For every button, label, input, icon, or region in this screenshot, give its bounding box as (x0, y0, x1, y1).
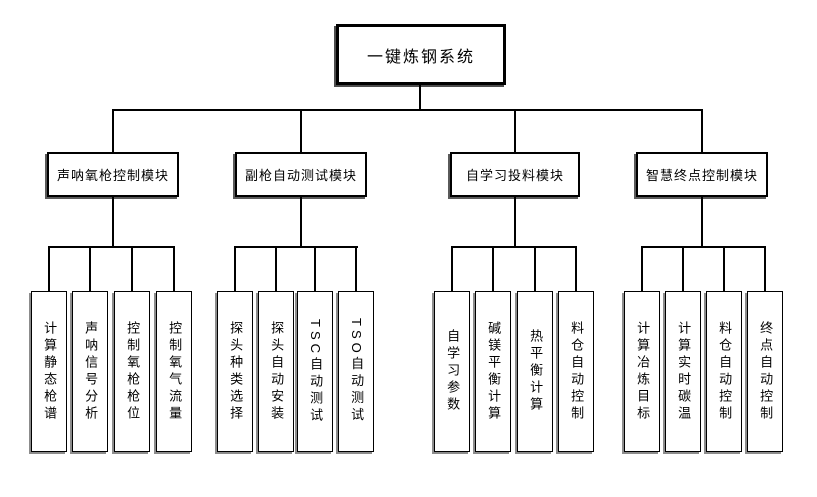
connector-g3-leaf-drop-1 (451, 246, 453, 291)
module-label: 智慧终点控制模块 (645, 168, 758, 183)
connector-g4-bus (641, 246, 766, 248)
connector-drop-module-2 (300, 109, 302, 152)
connector-g2-leaf-drop-1 (234, 246, 236, 291)
leaf-label: 自学习参数 (445, 329, 461, 414)
leaf-node-selflearning-parameters: 自学习参数 (434, 291, 470, 452)
connector-g2-leaf-drop-4 (355, 246, 357, 291)
leaf-label: 计算冶炼目标 (635, 320, 651, 423)
connector-g1-leaf-drop-2 (89, 246, 91, 291)
leaf-label: 料仓自动控制 (569, 320, 585, 423)
module-node-sonar-lance-control: 声呐氧枪控制模块 (47, 152, 179, 197)
connector-root-drop (419, 85, 421, 110)
connector-g2-bus (234, 246, 358, 248)
connector-drop-module-3 (514, 109, 516, 152)
connector-g2-module-drop (300, 197, 302, 246)
leaf-node-silo-auto-control-feeding: 料仓自动控制 (558, 291, 594, 452)
leaf-label: TSC自动测试 (308, 318, 324, 425)
connector-g3-bus (451, 246, 577, 248)
module-label: 副枪自动测试模块 (244, 168, 357, 183)
leaf-label: 热平衡计算 (528, 329, 544, 414)
leaf-node-lance-position-control: 控制氧枪枪位 (114, 291, 150, 452)
leaf-label: 料仓自动控制 (717, 320, 733, 423)
module-node-smart-endpoint-control: 智慧终点控制模块 (636, 152, 768, 197)
leaf-node-alkali-magnesium-balance: 碱镁平衡计算 (475, 291, 511, 452)
connector-g1-leaf-drop-4 (173, 246, 175, 291)
connector-g2-leaf-drop-3 (314, 246, 316, 291)
module-label: 自学习投料模块 (465, 168, 564, 183)
leaf-label: 探头自动安装 (269, 320, 285, 423)
leaf-node-probe-type-selection: 探头种类选择 (217, 291, 253, 452)
leaf-node-tsc-auto-test: TSC自动测试 (297, 291, 333, 452)
connector-g4-leaf-drop-2 (682, 246, 684, 291)
connector-drop-module-1 (112, 109, 114, 152)
leaf-label: 声呐信号分析 (83, 320, 99, 423)
connector-top-bus (112, 109, 703, 111)
leaf-node-static-lance-pattern: 计算静态枪谱 (31, 291, 67, 452)
module-label: 声呐氧枪控制模块 (56, 168, 169, 183)
connector-g4-leaf-drop-1 (641, 246, 643, 291)
leaf-label: 计算实时碳温 (676, 320, 692, 423)
connector-g3-leaf-drop-2 (492, 246, 494, 291)
leaf-node-heat-balance-calc: 热平衡计算 (517, 291, 553, 452)
connector-drop-module-4 (701, 109, 703, 152)
connector-g3-module-drop (514, 197, 516, 246)
leaf-node-realtime-carbon-temp-calc: 计算实时碳温 (665, 291, 701, 452)
leaf-node-probe-auto-install: 探头自动安装 (258, 291, 294, 452)
root-label: 一键炼钢系统 (366, 48, 475, 66)
leaf-label: 控制氧气流量 (167, 320, 183, 423)
module-node-selflearning-feeding: 自学习投料模块 (450, 152, 580, 197)
leaf-label: 终点自动控制 (758, 320, 774, 423)
connector-g1-module-drop (112, 197, 114, 246)
connector-g3-leaf-drop-3 (534, 246, 536, 291)
leaf-node-silo-auto-control-endpoint: 料仓自动控制 (706, 291, 742, 452)
connector-g4-leaf-drop-4 (764, 246, 766, 291)
connector-g3-leaf-drop-4 (575, 246, 577, 291)
leaf-label: TSO自动测试 (349, 318, 365, 425)
leaf-label: 计算静态枪谱 (42, 320, 58, 423)
leaf-node-smelting-target-calc: 计算冶炼目标 (624, 291, 660, 452)
root-node: 一键炼钢系统 (336, 24, 506, 85)
leaf-node-tso-auto-test: TSO自动测试 (338, 291, 374, 452)
connector-g1-bus (48, 246, 175, 248)
leaf-node-sonar-signal-analysis: 声呐信号分析 (72, 291, 108, 452)
connector-g4-leaf-drop-3 (723, 246, 725, 291)
connector-g4-module-drop (701, 197, 703, 246)
leaf-label: 控制氧枪枪位 (125, 320, 141, 423)
leaf-label: 碱镁平衡计算 (486, 320, 502, 423)
connector-g1-leaf-drop-1 (48, 246, 50, 291)
leaf-node-endpoint-auto-control: 终点自动控制 (747, 291, 783, 452)
module-node-sublance-auto-test: 副枪自动测试模块 (235, 152, 367, 197)
leaf-node-oxygen-flow-control: 控制氧气流量 (156, 291, 192, 452)
connector-g1-leaf-drop-3 (131, 246, 133, 291)
connector-g2-leaf-drop-2 (275, 246, 277, 291)
leaf-label: 探头种类选择 (228, 320, 244, 423)
